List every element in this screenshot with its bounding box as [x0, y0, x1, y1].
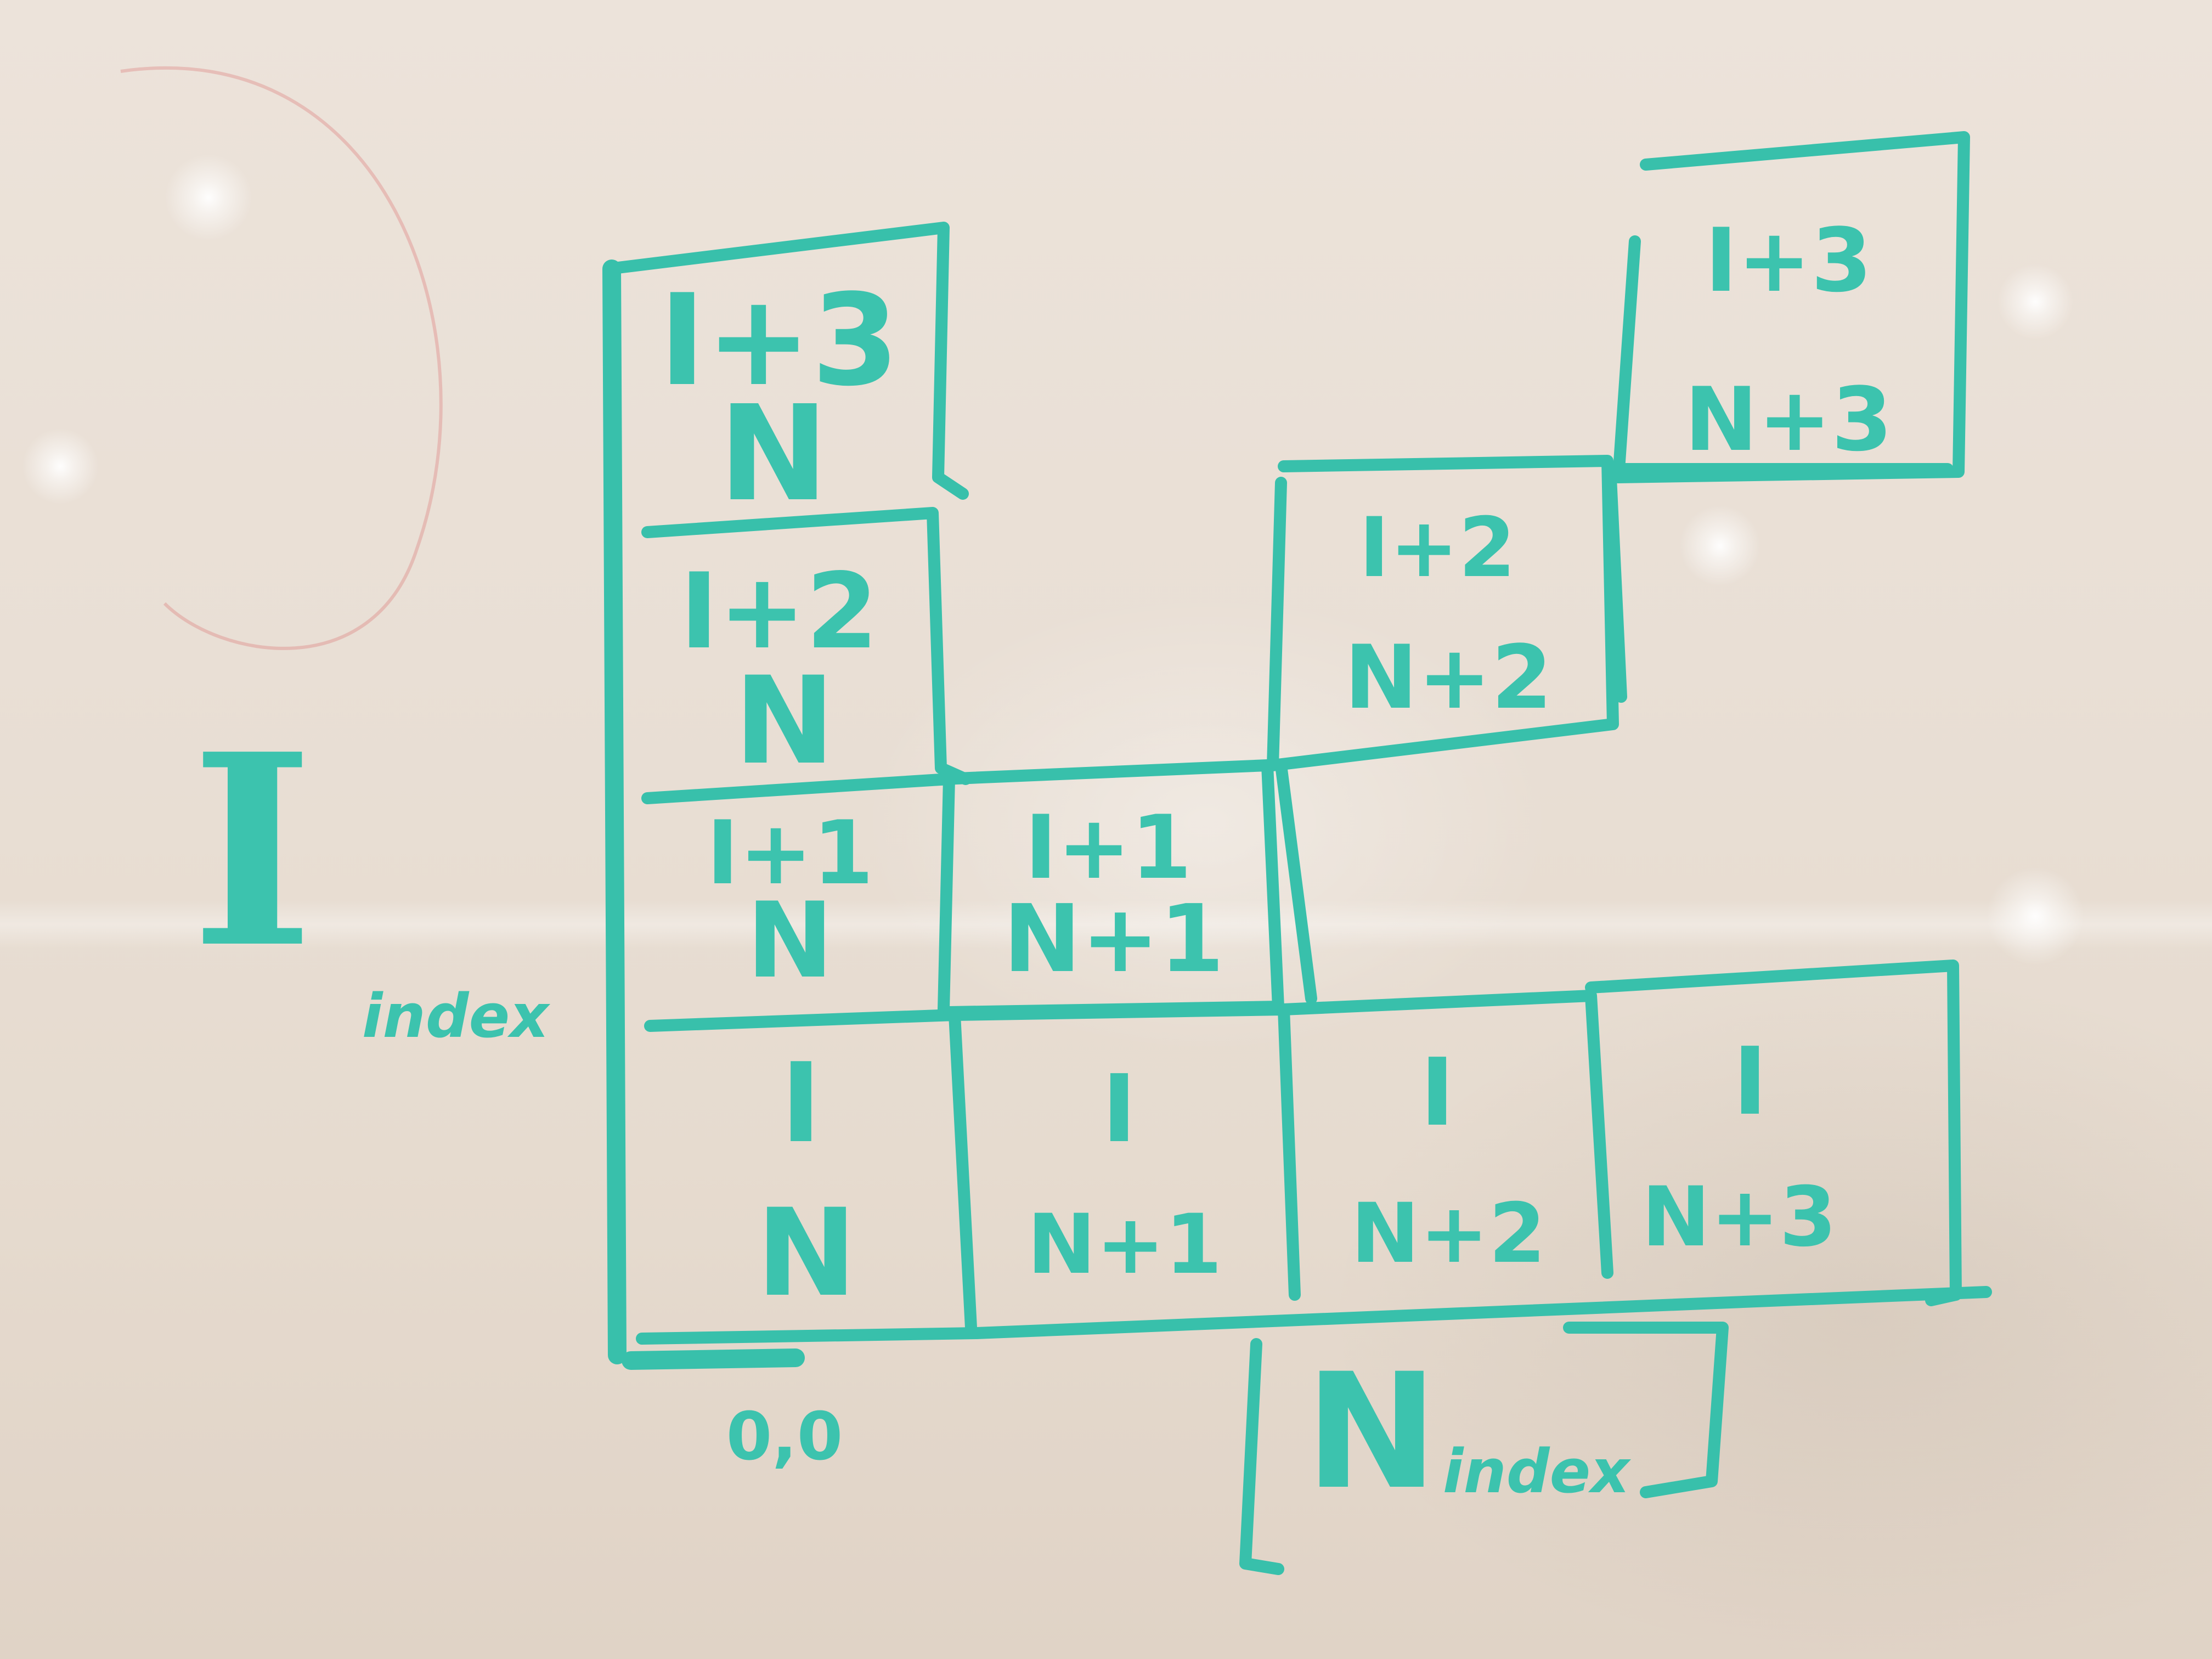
light-glare [22, 428, 99, 505]
cell-r2c2-n: N+2 [1344, 626, 1552, 729]
cell-r3c3-n: N+3 [1684, 368, 1892, 471]
light-glare [1986, 867, 2085, 966]
x-axis-origin-stroke [622, 1348, 805, 1370]
cell-r1c0-i: I+1 [707, 802, 874, 904]
cell-r2c0-i: I+2 [680, 551, 878, 672]
cell-divider [1604, 460, 1627, 703]
cell-r1c0-n: N [746, 880, 833, 1001]
cell-r0c1-i: I [1102, 1055, 1136, 1164]
cell-r0c0-i: I [781, 1040, 821, 1167]
y-axis-line [602, 259, 627, 1364]
cell-r0c2-n: N+2 [1351, 1186, 1546, 1282]
cell-r2c0-n: N [734, 651, 835, 791]
cell-r0c2-i: I [1420, 1039, 1454, 1147]
cell-r0c3-i: I [1733, 1028, 1767, 1136]
x-axis-line [636, 1286, 1992, 1345]
cell-r0c1-n: N+1 [1027, 1197, 1222, 1293]
cell-r0c3-n: N+3 [1641, 1170, 1837, 1265]
cell-r0c0-n: N [756, 1183, 857, 1323]
cell-r2c2-i: I+2 [1359, 500, 1516, 596]
x-label-bracket-left [1239, 1338, 1284, 1575]
light-glare [165, 154, 252, 241]
y-axis-label: I [191, 697, 314, 1006]
cell-r3c3-i: I+3 [1705, 209, 1872, 312]
light-glare [1679, 505, 1761, 587]
cell-divider [1275, 759, 1317, 1005]
cell-r1c1-n: N+1 [1003, 885, 1224, 994]
x-axis-sublabel: index [1443, 1436, 1631, 1506]
cell-r3c0-i: I+3 [659, 268, 899, 414]
cell-box-r0c3 [1585, 960, 1962, 1306]
origin-label: 0,0 [726, 1399, 843, 1475]
cell-r1c1-i: I+1 [1025, 796, 1192, 899]
cell-box-r2c2 [1267, 455, 1619, 771]
cell-box-r3c0 [603, 222, 969, 500]
light-glare [1997, 263, 2074, 340]
y-axis-sublabel: index [362, 981, 550, 1051]
cell-box-r0c2 [1278, 990, 1613, 1279]
cell-box-r3c3 [1612, 131, 1970, 483]
light-reflection-band [0, 900, 2212, 949]
x-axis-label: N [1305, 1340, 1438, 1525]
faint-red-arc [120, 66, 443, 650]
cell-r3c0-n: N [719, 377, 829, 531]
x-label-bracket-right [1563, 1322, 1729, 1498]
